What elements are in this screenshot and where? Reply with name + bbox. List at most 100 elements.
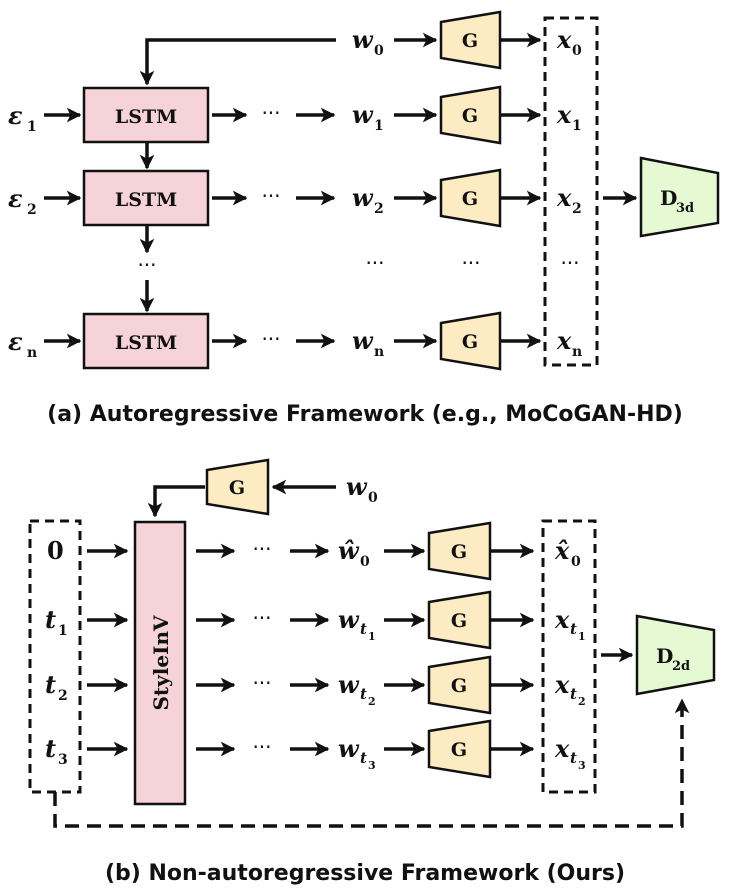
row-b0: ··· ŵ 0 G x̂ 0 bbox=[196, 521, 581, 581]
row-n: ··· w n G x n bbox=[212, 311, 582, 371]
latent-subscript: 2 bbox=[374, 201, 384, 217]
frame-subscript: 0 bbox=[572, 43, 582, 59]
frame-subscript: 2 bbox=[572, 201, 582, 217]
lstm-box-n bbox=[82, 312, 210, 370]
generator-label: G bbox=[451, 675, 467, 697]
frame-symbol: x bbox=[556, 183, 572, 212]
row-b1: ··· w t 1 G x t 1 bbox=[196, 590, 586, 650]
latent-vertical-ellipsis: ··· bbox=[365, 251, 384, 275]
frame-symbol: x bbox=[554, 734, 570, 763]
ellipsis: ··· bbox=[252, 606, 271, 630]
generator-label: G bbox=[462, 331, 478, 353]
latent-subscript: 0 bbox=[360, 554, 370, 570]
time-input-0: 0 bbox=[47, 536, 64, 565]
discriminator-2d-label: D bbox=[656, 644, 673, 668]
ellipsis: ··· bbox=[261, 184, 280, 208]
frame-sub-subscript: 1 bbox=[578, 630, 586, 643]
epsilon-subscript: 1 bbox=[27, 119, 37, 135]
top-generator-label: G bbox=[229, 477, 245, 499]
top-latent-symbol: w bbox=[346, 472, 368, 501]
styleinv-box bbox=[133, 520, 187, 806]
frame-subscript: n bbox=[572, 344, 582, 360]
frame-subscript: t bbox=[570, 620, 577, 638]
latent-symbol: w bbox=[338, 605, 360, 634]
time-input-t1: t bbox=[45, 605, 56, 634]
latent-symbol: w bbox=[352, 183, 374, 212]
row-1: ··· w 1 G x 1 bbox=[212, 85, 582, 145]
epsilon-subscript: n bbox=[27, 345, 37, 361]
latent-sub-subscript: 2 bbox=[368, 695, 376, 708]
frame-symbol: x bbox=[556, 25, 572, 54]
latent-subscript: t bbox=[360, 620, 367, 638]
latent-subscript: t bbox=[360, 685, 367, 703]
latent-sub-subscript: 3 bbox=[368, 759, 376, 772]
time-input-t1-subscript: 1 bbox=[58, 623, 68, 639]
latent-symbol: ŵ bbox=[338, 536, 360, 565]
latent-subscript: t bbox=[360, 749, 367, 767]
time-input-t3: t bbox=[45, 734, 56, 763]
frame-symbol: x bbox=[554, 605, 570, 634]
frame-subscript: 0 bbox=[571, 554, 581, 570]
ellipsis: ··· bbox=[252, 671, 271, 695]
frame-symbol: x bbox=[556, 100, 572, 129]
row-2: ··· w 2 G x 2 bbox=[212, 168, 582, 228]
frame-vertical-ellipsis: ··· bbox=[560, 251, 579, 275]
epsilon-symbol: ε bbox=[8, 184, 23, 213]
frame-symbol: x bbox=[554, 670, 570, 699]
discriminator-3d-trapezoid bbox=[639, 156, 720, 238]
time-input-t2: t bbox=[45, 670, 56, 699]
generator-label: G bbox=[462, 105, 478, 127]
latent-symbol: w bbox=[352, 326, 374, 355]
discriminator-2d-subscript: 2d bbox=[672, 659, 690, 674]
generator-label: G bbox=[462, 188, 478, 210]
generator-trapezoid bbox=[427, 590, 492, 650]
row-w0: w 0 G x 0 bbox=[352, 10, 582, 70]
latent-symbol: w bbox=[352, 100, 374, 129]
styleinv-label: StyleInV bbox=[149, 615, 173, 711]
ellipsis: ··· bbox=[252, 537, 271, 561]
generator-label: G bbox=[451, 541, 467, 563]
noise-input-n: ε n bbox=[8, 327, 82, 361]
discriminator-3d-label: D bbox=[660, 186, 677, 210]
top-latent-subscript: 0 bbox=[368, 490, 378, 506]
lstm-box-1 bbox=[82, 86, 210, 144]
latent-subscript: 1 bbox=[374, 118, 384, 134]
top-generator-trapezoid bbox=[205, 458, 270, 516]
latent-symbol: w bbox=[338, 734, 360, 763]
epsilon-symbol: ε bbox=[8, 101, 23, 130]
generator-trapezoid bbox=[439, 10, 502, 70]
frames-dashed-group bbox=[543, 16, 599, 367]
caption-b: (b) Non-autoregressive Framework (Ours) bbox=[105, 861, 625, 886]
lstm-label-1: LSTM bbox=[115, 106, 177, 128]
lstm-label-n: LSTM bbox=[115, 332, 177, 354]
noise-input-2: ε 2 bbox=[8, 184, 82, 218]
latent-symbol: w bbox=[352, 25, 374, 54]
ellipsis: ··· bbox=[252, 735, 271, 759]
noise-input-1: ε 1 bbox=[8, 101, 82, 135]
ellipsis: ··· bbox=[261, 101, 280, 125]
generator-vertical-ellipsis: ··· bbox=[461, 251, 480, 275]
generator-trapezoid bbox=[439, 168, 502, 228]
frames-dashed-group-b bbox=[541, 519, 597, 794]
row-b2: ··· w t 2 G x t 2 bbox=[196, 655, 586, 715]
lstm-vertical-ellipsis: ··· bbox=[137, 253, 156, 277]
time-input-t3-subscript: 3 bbox=[58, 752, 68, 768]
frame-subscript: t bbox=[570, 749, 577, 767]
frame-sub-subscript: 2 bbox=[578, 695, 586, 708]
discriminator-3d-subscript: 3d bbox=[676, 201, 694, 216]
generator-trapezoid bbox=[439, 311, 502, 371]
frame-sub-subscript: 3 bbox=[578, 759, 586, 772]
generator-label: G bbox=[451, 739, 467, 761]
latent-sub-subscript: 1 bbox=[368, 630, 376, 643]
generator-trapezoid bbox=[427, 655, 492, 715]
non-autoregressive-framework: G w 0 StyleInV 0 t 1 t 2 t 3 ··· ŵ 0 bbox=[28, 458, 716, 886]
top-generator-to-styleinv-arrow bbox=[147, 485, 205, 518]
generator-trapezoid bbox=[427, 521, 492, 581]
latent-subscript: n bbox=[374, 344, 384, 360]
frame-subscript: t bbox=[570, 685, 577, 703]
generator-trapezoid bbox=[439, 85, 502, 145]
discriminator-2d-trapezoid bbox=[635, 614, 716, 696]
frame-symbol: x̂ bbox=[554, 536, 570, 565]
frame-subscript: 1 bbox=[572, 118, 582, 134]
